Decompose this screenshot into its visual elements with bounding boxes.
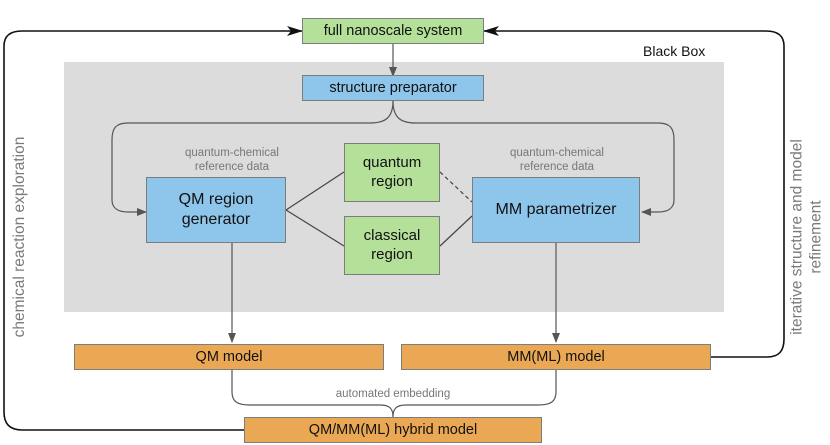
black-box-label: Black Box: [643, 43, 706, 59]
reference-data-right: quantum-chemical reference data: [510, 147, 604, 174]
loop-chemical-reaction-exploration: [3, 26, 303, 431]
edge-qm-generator-to-quantum-region: [285, 171, 345, 211]
chemical-reaction-exploration-label: chemical reaction exploration: [11, 136, 28, 338]
iterative-refinement-label: iterative structure and model refinement: [788, 139, 825, 335]
classical-region-label: classical region: [363, 226, 421, 263]
edge-quantum-region-to-mm-parametrizer: [439, 171, 473, 203]
full-nanoscale-system-box[interactable]: full nanoscale system: [302, 18, 484, 44]
qm-region-generator-label: QM region generator: [178, 191, 254, 228]
edge-qm-generator-to-classical-region: [285, 209, 345, 247]
qm-model-box[interactable]: QM model: [74, 344, 384, 370]
hybrid-model-label: QM/MM(ML) hybrid model: [308, 421, 478, 438]
mmml-model-box[interactable]: MM(ML) model: [401, 344, 711, 370]
mm-parametrizer-label: MM parametrizer: [495, 201, 617, 218]
hybrid-model-box[interactable]: QM/MM(ML) hybrid model: [244, 417, 542, 443]
quantum-region-label: quantum region: [362, 153, 422, 190]
classical-region-box[interactable]: classical region: [344, 216, 440, 275]
quantum-region-box[interactable]: quantum region: [344, 143, 440, 202]
structure-preparator-label: structure preparator: [329, 79, 457, 96]
reference-data-left: quantum-chemical reference data: [185, 147, 279, 174]
edge-models-to-hybrid: [231, 370, 557, 418]
full-nanoscale-system-label: full nanoscale system: [323, 22, 463, 39]
loop-iterative-refinement: [483, 26, 785, 358]
edge-preparator-to-qm-generator: [111, 100, 394, 216]
edge-preparator-to-mm-parametrizer: [392, 100, 675, 216]
qm-model-label: QM model: [195, 348, 263, 365]
qm-region-generator-box[interactable]: QM region generator: [146, 177, 286, 243]
structure-preparator-box[interactable]: structure preparator: [302, 75, 484, 101]
automated-embedding-label: automated embedding: [335, 388, 451, 400]
edge-classical-region-to-mm-parametrizer: [439, 215, 473, 247]
mm-parametrizer-box[interactable]: MM parametrizer: [472, 177, 640, 243]
mmml-model-label: MM(ML) model: [507, 348, 605, 365]
